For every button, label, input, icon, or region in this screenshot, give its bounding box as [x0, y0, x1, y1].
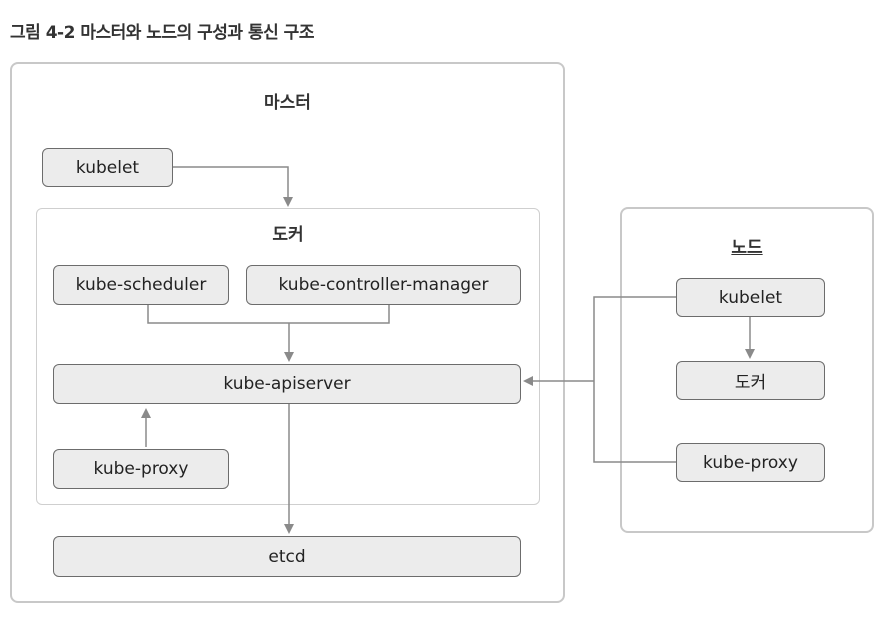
kube-scheduler-box: kube-scheduler [53, 265, 229, 305]
connector-node-bracket [593, 296, 676, 463]
node-kubelet-box: kubelet [676, 278, 825, 317]
node-kube-proxy-box: kube-proxy [676, 443, 825, 482]
node-title: 노드 [731, 238, 763, 258]
docker-title: 도커 [272, 225, 304, 245]
master-kube-proxy-box: kube-proxy [53, 449, 229, 489]
kube-controller-manager-box: kube-controller-manager [246, 265, 521, 305]
connector-scheduler-bracket [147, 305, 390, 324]
master-title: 마스터 [264, 93, 311, 113]
etcd-box: etcd [53, 536, 521, 577]
figure-caption: 그림 4-2 마스터와 노드의 구성과 통신 구조 [10, 23, 314, 43]
connector-kubelet-to-docker [173, 166, 293, 207]
master-kubelet-box: kubelet [42, 148, 173, 187]
node-docker-box: 도커 [676, 361, 825, 400]
kube-apiserver-box: kube-apiserver [53, 364, 521, 404]
